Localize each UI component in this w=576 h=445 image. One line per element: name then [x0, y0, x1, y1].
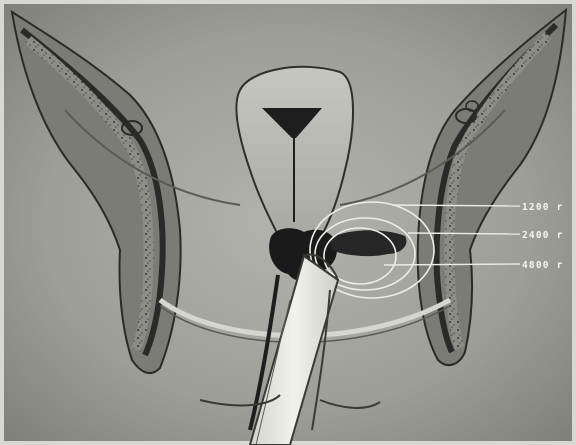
dose-label-4800: 4800 r	[522, 260, 564, 271]
dose-label-2400: 2400 r	[522, 230, 564, 241]
dose-label-1200: 1200 r	[522, 202, 564, 213]
